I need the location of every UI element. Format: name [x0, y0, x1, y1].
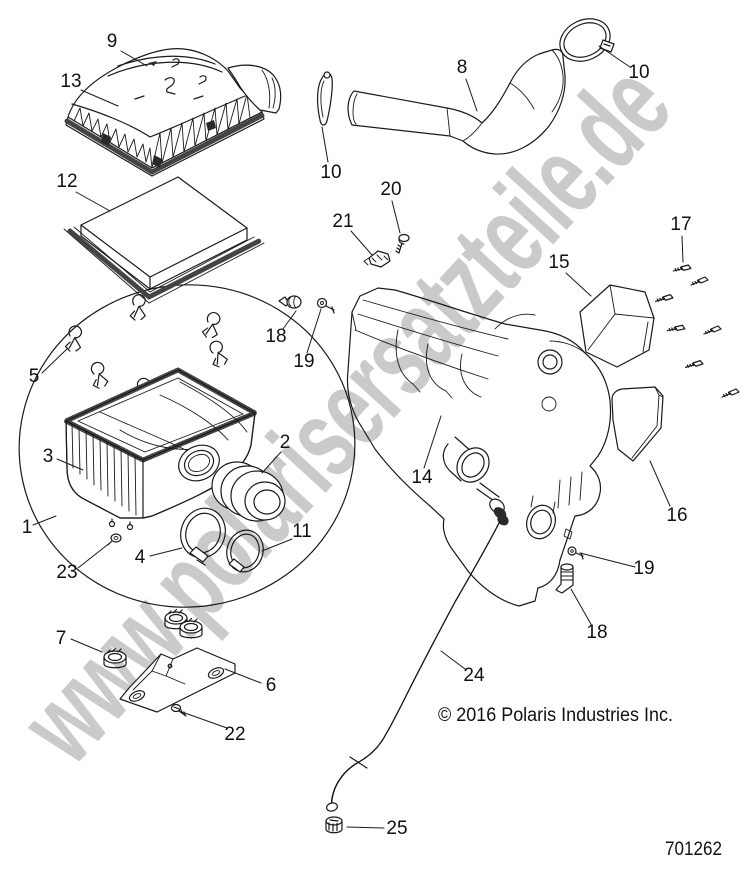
callout-6: 6 [266, 675, 277, 696]
foam-seal-pad [611, 386, 664, 462]
intake-manifold-assembly [346, 287, 612, 607]
callout-10-left: 10 [320, 162, 341, 183]
callout-1: 1 [22, 517, 33, 538]
callout-14: 14 [411, 467, 433, 488]
callout-25: 25 [386, 818, 407, 839]
callout-12: 12 [56, 171, 77, 192]
callout-8: 8 [457, 57, 468, 78]
drain-cap [325, 816, 343, 834]
copyright-text: © 2016 Polaris Industries Inc. [438, 705, 673, 726]
fitting-upper [278, 295, 302, 309]
callout-19-bottom: 19 [633, 558, 654, 579]
air-filter-element [63, 176, 265, 304]
intake-hose [347, 48, 566, 155]
callout-3: 3 [43, 446, 54, 467]
airbox-base [63, 367, 258, 546]
clip-lower [567, 546, 584, 560]
callout-21: 21 [332, 211, 353, 232]
callout-18-bottom: 18 [586, 622, 607, 643]
sensor-21 [363, 250, 391, 268]
fitting-lower [555, 563, 574, 594]
hose-clamp-left [316, 71, 333, 126]
callout-4: 4 [135, 547, 146, 568]
callout-7: 7 [56, 628, 67, 649]
drain-spigot [476, 482, 509, 526]
callout-2: 2 [280, 432, 291, 453]
foam-seal-block [579, 284, 655, 368]
intake-boot [211, 461, 286, 522]
callout-23: 23 [56, 562, 77, 583]
callout-11: 11 [292, 521, 312, 542]
callout-13: 13 [60, 71, 81, 92]
callout-18-top: 18 [265, 326, 286, 347]
airbox-outlet-port [178, 444, 220, 482]
boot-clamp [180, 507, 226, 566]
callout-24: 24 [463, 665, 485, 686]
callout-19-top: 19 [293, 351, 314, 372]
clip-upper [316, 297, 335, 314]
callout-17: 17 [670, 214, 691, 235]
figure-number: 701262 [665, 839, 722, 860]
cover-snorkel [227, 64, 282, 114]
callout-16: 16 [666, 505, 687, 526]
screw-20 [395, 233, 410, 254]
air-cleaner-cover [64, 48, 282, 177]
hose-clamp-small [226, 529, 264, 573]
callout-15: 15 [548, 252, 569, 273]
drain-hose [325, 520, 501, 812]
mounting-bracket [119, 647, 236, 713]
callout-5: 5 [29, 366, 40, 387]
callout-20: 20 [380, 179, 401, 200]
bracket-screw [170, 703, 187, 717]
callout-10-right: 10 [628, 62, 649, 83]
group-ellipse [18, 284, 356, 608]
callout-leader-lines [32, 45, 684, 829]
callout-22: 22 [224, 724, 245, 745]
mounting-screws [654, 262, 740, 398]
callout-labels: 9 13 12 10 8 10 20 21 17 15 18 19 5 3 2 … [22, 31, 692, 839]
callout-9: 9 [107, 31, 118, 52]
